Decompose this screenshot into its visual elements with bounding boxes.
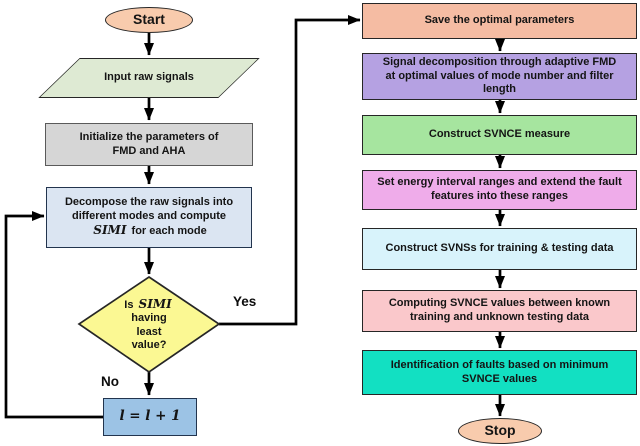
node-input-raw-signals: Input raw signals: [38, 58, 260, 98]
node-construct-svns-label: Construct SVNSs for training & testing d…: [385, 242, 614, 255]
flow-arrow-yes: [219, 15, 361, 326]
node-initialize-line: Initialize the parameters of: [79, 130, 219, 143]
node-construct-svnce-label: Construct SVNCE measure: [428, 128, 571, 141]
node-decision-text: Is SIMI having least value?: [104, 287, 194, 362]
increment-math-expression: l = l + 1: [119, 408, 181, 425]
node-decision-line: Is SIMI: [124, 297, 173, 312]
node-increment: l = l + 1: [103, 398, 197, 436]
node-decision-prefix: Is: [124, 298, 134, 311]
node-stop: Stop: [458, 418, 542, 444]
node-decision-line: least: [136, 325, 162, 338]
edge-label-no: No: [101, 374, 119, 389]
node-identification-line: Identification of faults based on minimu…: [390, 358, 609, 371]
node-save-parameters: Save the optimal parameters: [362, 3, 637, 39]
node-signal-line: Signal decomposition through adaptive FM…: [382, 55, 617, 68]
node-decompose-line: Decompose the raw signals into: [64, 195, 234, 208]
simi-math-symbol: SIMI: [93, 223, 127, 238]
node-identification: Identification of faults based on minimu…: [362, 350, 637, 395]
node-start-label: Start: [133, 11, 165, 28]
node-construct-svns: Construct SVNSs for training & testing d…: [362, 228, 637, 270]
node-initialize-line: FMD and AHA: [112, 144, 186, 157]
node-set-energy-line: features into these ranges: [431, 190, 568, 202]
node-construct-svnce: Construct SVNCE measure: [362, 115, 637, 155]
node-identification-line: SVNCE values: [461, 372, 538, 385]
node-set-energy-line: Set energy interval ranges and extend th…: [377, 176, 622, 189]
node-signal-line: length: [483, 83, 516, 96]
node-decompose-line: SIMI for each mode: [91, 223, 206, 239]
node-decompose: Decompose the raw signals into different…: [46, 187, 252, 248]
node-start: Start: [105, 7, 193, 33]
node-decompose-line: different modes and compute: [71, 209, 227, 222]
node-computing-line: Computing SVNCE values between known: [388, 297, 611, 310]
node-decision-line: value?: [131, 338, 167, 351]
node-signal-line: at optimal values of mode number and fil…: [385, 69, 614, 82]
node-stop-label: Stop: [484, 422, 516, 439]
node-computing-line: training and unknown testing data: [409, 311, 590, 323]
edge-label-yes: Yes: [233, 294, 257, 309]
node-save-label: Save the optimal parameters: [424, 14, 575, 27]
node-initialize: Initialize the parameters of FMD and AHA: [45, 123, 253, 166]
decision-diamond: [77, 275, 221, 374]
flow-arrow-loop: [4, 211, 103, 419]
node-input-label: Input raw signals: [104, 71, 194, 84]
node-signal-decomposition: Signal decomposition through adaptive FM…: [362, 53, 637, 100]
node-decompose-line-tail: for each mode: [131, 225, 207, 238]
simi-math-symbol: SIMI: [138, 296, 172, 311]
node-decision-line: having: [131, 312, 167, 325]
node-set-energy: Set energy interval ranges and extend th…: [362, 170, 637, 210]
flow-arrows: [4, 15, 505, 419]
node-computing-svnce: Computing SVNCE values between known tra…: [362, 290, 637, 332]
